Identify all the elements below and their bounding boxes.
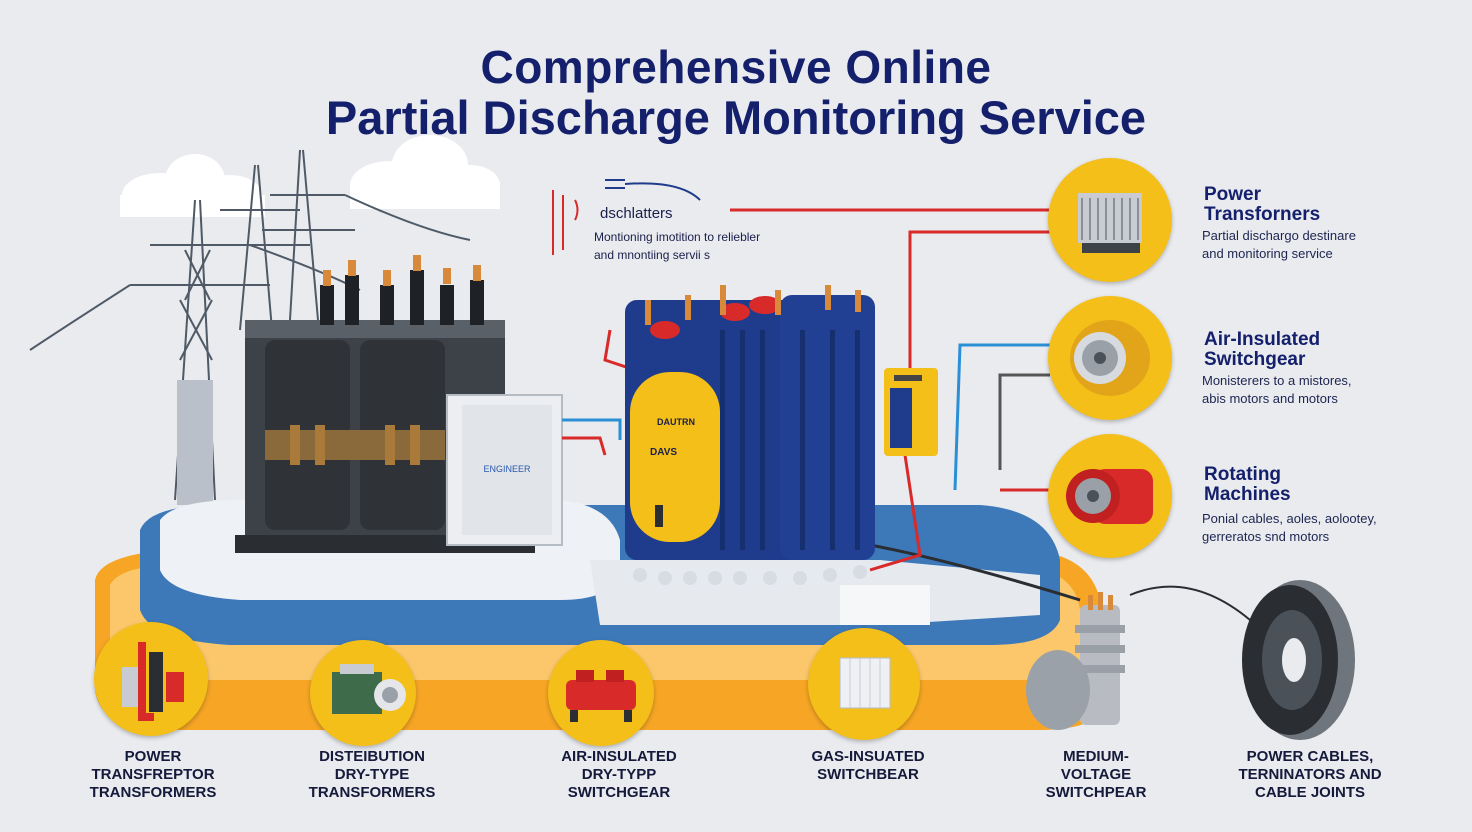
sensor-box: [884, 368, 938, 456]
signal-wires: [562, 208, 1291, 711]
cable-drum: [1242, 580, 1355, 740]
monitoring-cabinet: ENGINEER: [446, 394, 563, 546]
callout-desc-air-insulated-switchgear: Monisterers to a mistores,abis motors an…: [1202, 373, 1352, 406]
page-title-line-2: Partial Discharge Monitoring Service: [325, 91, 1147, 144]
bushing-transformer-icon: [94, 622, 208, 736]
sensor-note-icon: [552, 179, 701, 255]
transformer-core-icon: [1048, 158, 1172, 282]
callout-desc-rotating-machines: Ponial cables, aoles, aolootey,gerrerato…: [1202, 511, 1377, 544]
monitor-brand: DAUTRN: [657, 417, 695, 427]
note-title: dschlatters: [600, 205, 673, 222]
rotating-machine-icon: [1048, 434, 1172, 558]
note-description: Montioning imotition to reliebler and mn…: [594, 228, 760, 264]
pd-monitor-unit: DAUTRN DAVS: [625, 285, 875, 585]
cloud-icon: [120, 135, 500, 217]
monitor-model: DAVS: [650, 447, 677, 458]
terminal-block: [840, 585, 930, 625]
switchgear-motor-icon: [1048, 296, 1172, 420]
note-line-1: Montioning imotition to reliebler: [594, 230, 761, 244]
cabinet-label: ENGINEER: [483, 464, 531, 474]
pylon-base: [177, 380, 213, 505]
dry-type-transformer-icon: [310, 640, 416, 746]
page-title-line-1: Comprehensive Online: [480, 41, 992, 93]
gas-insulated-switchgear-icon: [808, 628, 920, 740]
air-insulated-switchgear-icon: [548, 640, 654, 746]
note-line-2: and mnontiing servii s: [594, 248, 711, 262]
bushing-connector: [1026, 592, 1125, 730]
